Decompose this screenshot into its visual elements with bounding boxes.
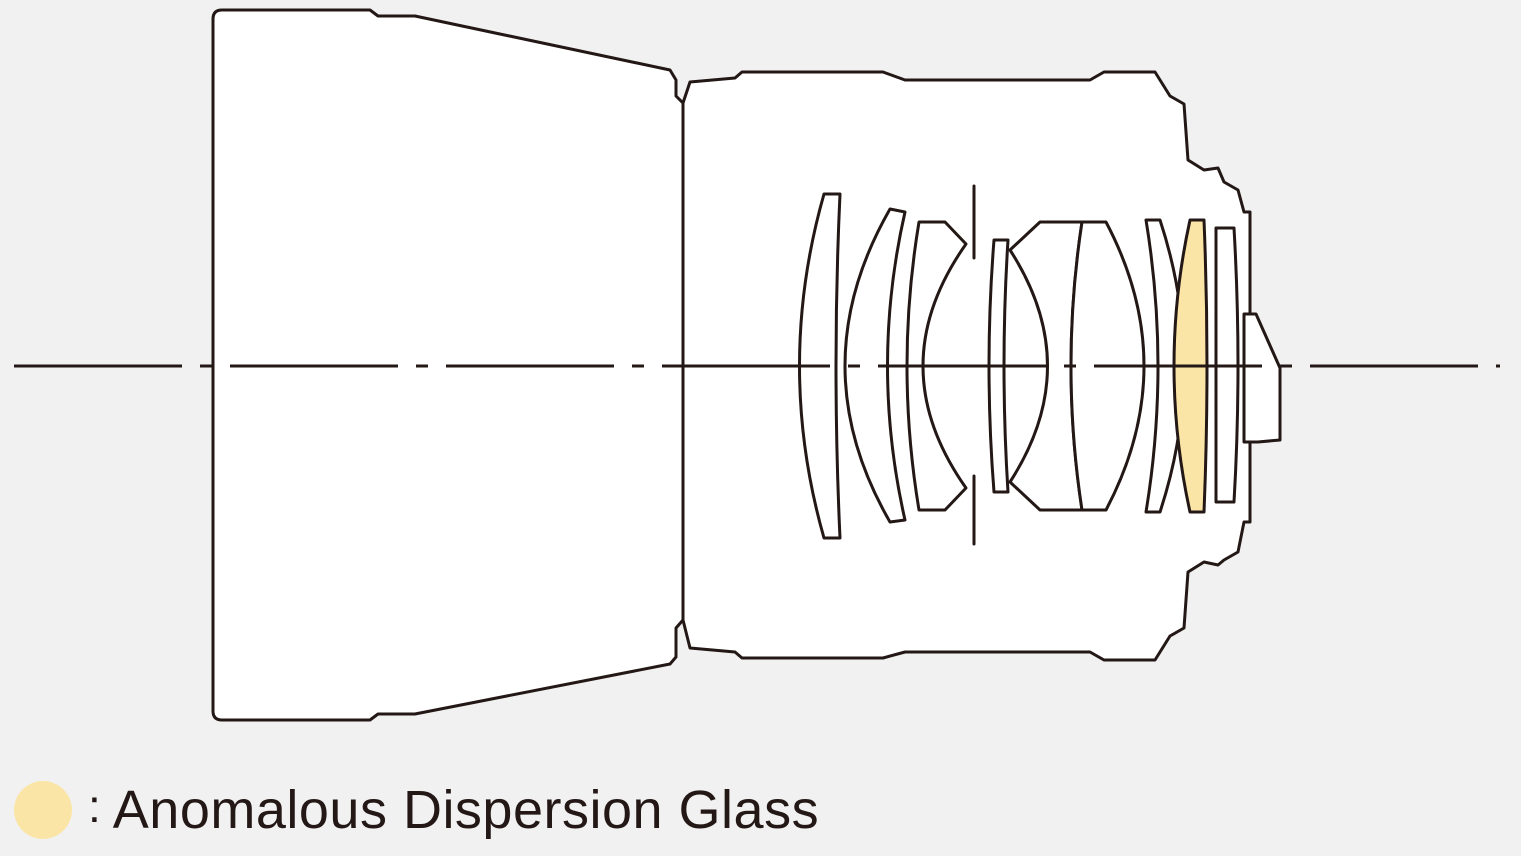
legend-label: Anomalous Dispersion Glass [112, 780, 820, 840]
rear-mount [1242, 312, 1282, 444]
legend: : Anomalous Dispersion Glass [14, 780, 819, 840]
anomalous-dispersion-swatch [14, 781, 72, 839]
legend-separator: : [88, 780, 101, 832]
lens-element-3 [905, 220, 968, 512]
lens-element-2 [843, 207, 907, 524]
lens-cross-section-diagram [14, 8, 1500, 722]
